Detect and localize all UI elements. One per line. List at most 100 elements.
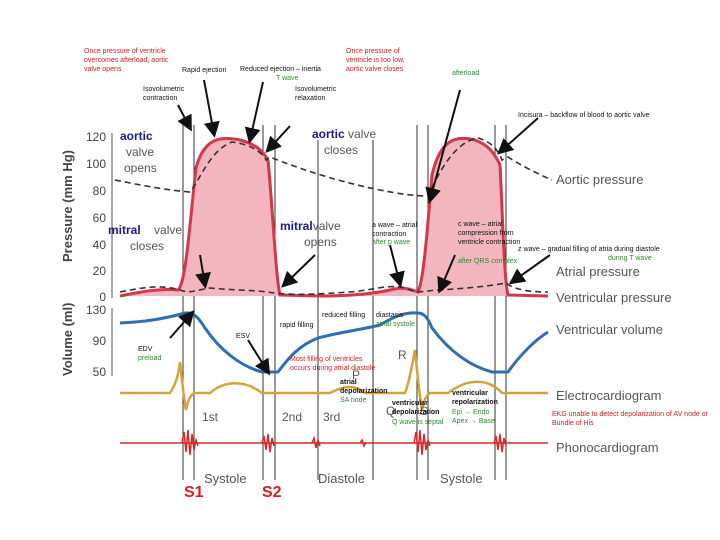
arrow-z-wave — [508, 254, 551, 285]
ecg-s-label: S — [420, 404, 429, 418]
esv-note: ESV — [236, 333, 251, 340]
reduced-filling-note: reduced filling — [322, 312, 366, 319]
closes-word: closes — [130, 239, 165, 253]
ventricular-pressure-label: Ventricular pressure — [556, 290, 672, 305]
sound-2nd-label: 2nd — [282, 410, 303, 424]
diastole-label: Diastole — [318, 471, 365, 486]
arrow-c-wave — [437, 254, 456, 294]
z-wave-note: z wave – gradual filling of atria during… — [518, 246, 660, 253]
aortic-valve-closes-label: aortic valve closes — [312, 126, 376, 158]
volume-axis-title: Volume (ml) — [60, 302, 75, 376]
atrial-systole-note: atrial systole — [376, 321, 415, 328]
arrow-rapid-ejection — [203, 79, 220, 138]
phono-s2b-burst — [493, 433, 507, 453]
apex-base-note: Apex → Base — [452, 418, 495, 425]
atrial-depolarization-note: atrial depolarization — [340, 379, 388, 395]
valve-word: valve — [154, 223, 183, 237]
ecg-r-label: R — [398, 348, 407, 362]
phonocardiogram-label: Phonocardiogram — [556, 440, 659, 455]
sound-3rd-label: 3rd — [323, 410, 341, 424]
pressure-tick: 120 — [85, 130, 106, 144]
phono-s1b-burst — [413, 429, 431, 456]
edv-note: EDV — [138, 346, 153, 353]
valve-word: valve — [126, 145, 155, 159]
q-wave-septal-note: Q wave is septal — [392, 419, 444, 426]
aortic-closes-note: Once pressure of ventricle is too low, a… — [346, 48, 405, 73]
ventricular-depolarization-note: ventricular depolarization — [392, 400, 440, 416]
ventricular-volume-curve — [119, 311, 549, 374]
electrocardiogram-label: Electrocardiogram — [556, 388, 662, 403]
aortic-valve-opens-label: aortic valve opens — [120, 128, 157, 176]
mitral-valve-closes-label: mitral valve closes — [108, 222, 182, 254]
sa-node-note: SA node — [340, 397, 367, 404]
atrial-pressure-label: Atrial pressure — [556, 264, 640, 279]
rapid-filling-note: rapid filling — [280, 322, 314, 329]
arrow-afterload — [425, 89, 461, 204]
a-wave-note: a wave – atrial contraction — [372, 222, 418, 238]
arrow-esv — [247, 339, 271, 376]
atrial-pressure-curve — [119, 282, 549, 296]
rapid-ejection-note: Rapid ejection — [182, 67, 227, 74]
mitral-word: mitral — [280, 219, 313, 233]
arrow-reduced-ejection — [244, 81, 264, 144]
mitral-valve-opens-label: mitralvalve opens — [280, 218, 341, 250]
phonocardiogram-trace — [120, 429, 548, 456]
pressure-tick: 0 — [99, 290, 106, 304]
aortic-word: aortic — [312, 127, 345, 141]
incisura-note: Incisura – backflow of blood to aortic v… — [518, 112, 650, 119]
arrow-isovolumetric-contraction — [177, 104, 192, 132]
diastasis-note: diastasis — [376, 312, 404, 319]
reduced-ejection-note: Reduced ejection – inertia — [240, 66, 321, 73]
ecg-p-label: P — [352, 368, 361, 382]
closes-word: closes — [324, 143, 359, 157]
systole-label-1: Systole — [204, 471, 247, 486]
phono-s1-burst — [181, 429, 199, 456]
volume-tick: 90 — [92, 334, 106, 348]
arrow-edv — [169, 309, 195, 339]
phono-s4-burst — [359, 438, 367, 448]
pressure-tick: 40 — [92, 238, 106, 252]
c-wave-note: c wave – atrial compression from ventric… — [458, 221, 521, 246]
after-p-wave-note: after p wave — [372, 239, 411, 246]
arrow-mitral-opens — [281, 254, 316, 288]
aortic-pressure-label: Aortic pressure — [556, 172, 644, 187]
volume-tick: 130 — [85, 303, 106, 317]
pressure-tick: 20 — [92, 264, 106, 278]
systole-label-2: Systole — [440, 471, 483, 486]
ekg-unable-note: EKG unable to detect depolarization of A… — [552, 411, 708, 427]
arrow-mitral-closes — [195, 254, 211, 289]
ecg-q-label: Q — [386, 404, 396, 418]
s1-label: S1 — [184, 484, 204, 501]
opens-word: opens — [304, 235, 337, 249]
valve-word: valve — [348, 127, 377, 141]
ecg-trace — [120, 349, 548, 411]
annotation-arrows — [169, 79, 551, 376]
aortic-word: aortic — [120, 129, 153, 143]
t-wave-note: T wave — [276, 75, 299, 82]
phono-s2-burst — [261, 433, 275, 453]
valve-word: valve — [312, 219, 341, 233]
arrow-isovolumetric-relaxation — [265, 125, 291, 153]
pressure-tick: 100 — [85, 157, 106, 171]
during-t-wave-note: during T wave — [608, 255, 652, 262]
pressure-tick: 60 — [92, 211, 106, 225]
s2-label: S2 — [262, 484, 282, 501]
isovolumetric-relaxation-note: Isovolumetric relaxation — [295, 86, 337, 102]
pressure-tick: 80 — [92, 184, 106, 198]
arrow-a-wave — [389, 244, 405, 288]
preload-note: preload — [138, 355, 162, 362]
ventricular-volume-label: Ventricular volume — [556, 322, 663, 337]
mitral-word: mitral — [108, 223, 141, 237]
aortic-pressure-curve — [114, 137, 553, 197]
isovolumetric-contraction-note: Isovolumetric contraction — [143, 86, 185, 102]
sound-1st-label: 1st — [202, 410, 219, 424]
phono-s3-burst — [311, 435, 321, 449]
arrow-incisura — [497, 117, 539, 155]
ventricular-repolarization-note: ventricular repolarization — [452, 390, 498, 406]
afterload-note: afterload — [452, 70, 480, 77]
opens-word: opens — [124, 161, 157, 175]
volume-tick: 50 — [92, 365, 106, 379]
most-filling-note: Most filling of ventricles occurs during… — [290, 356, 376, 372]
after-qrs-note: after QRS complex — [458, 258, 518, 265]
